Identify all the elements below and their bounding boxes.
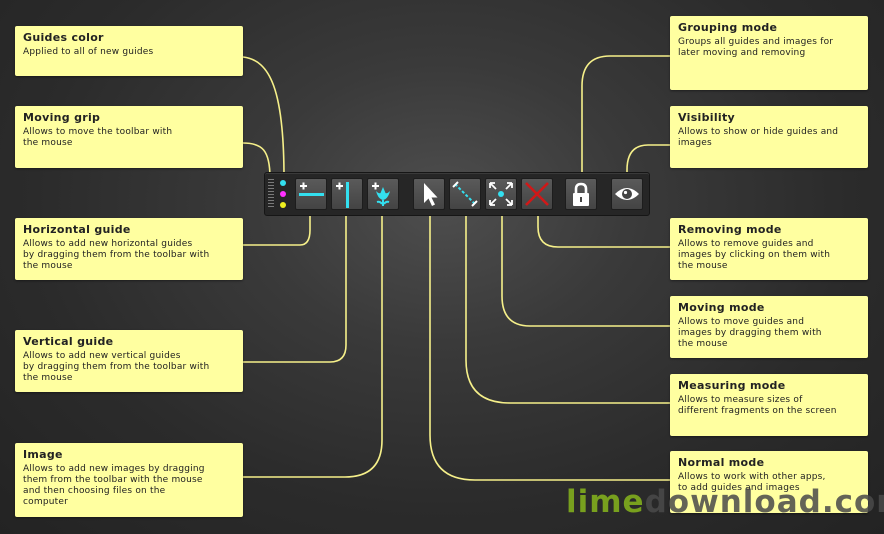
eye-icon (615, 188, 639, 200)
note-title: Removing mode (678, 223, 782, 236)
red-x-icon (525, 182, 549, 206)
note-description: Allows to add new images by dragging the… (23, 464, 205, 507)
note-title: Vertical guide (23, 335, 114, 348)
note-description: Allows to add new horizontal guides by d… (23, 239, 210, 271)
note-measuring-mode: Measuring mode Allows to measure sizes o… (670, 374, 868, 436)
guides-toolbar (264, 172, 650, 216)
image-button[interactable] (367, 178, 399, 210)
normal-mode-button[interactable] (413, 178, 445, 210)
measuring-mode-button[interactable] (449, 178, 481, 210)
horizontal-guide-button[interactable] (295, 178, 327, 210)
note-moving-mode: Moving mode Allows to move guides and im… (670, 296, 868, 358)
note-horizontal-guide: Horizontal guide Allows to add new horiz… (15, 218, 243, 280)
guide-color-cyan[interactable] (280, 180, 286, 186)
vertical-guide-button[interactable] (331, 178, 363, 210)
note-title: Normal mode (678, 456, 765, 469)
horizontal-guide-icon (299, 182, 324, 196)
watermark-rest: download.com (644, 484, 884, 520)
note-description: Allows to remove guides and images by cl… (678, 239, 831, 271)
note-title: Moving mode (678, 301, 765, 314)
watermark-logo: limedownload.com (566, 484, 884, 520)
note-title: Measuring mode (678, 379, 786, 392)
vertical-guide-icon (336, 182, 349, 208)
note-title: Guides color (23, 31, 104, 44)
visibility-button[interactable] (611, 178, 643, 210)
note-grouping-mode: Grouping mode Groups all guides and imag… (670, 16, 868, 90)
cursor-icon (424, 183, 438, 206)
note-removing-mode: Removing mode Allows to remove guides an… (670, 218, 868, 280)
tulip-icon (372, 182, 390, 206)
ruler-icon (452, 181, 478, 207)
note-description: Allows to add new vertical guides by dra… (23, 351, 210, 383)
note-vertical-guide: Vertical guide Allows to add new vertica… (15, 330, 243, 392)
note-visibility: Visibility Allows to show or hide guides… (670, 106, 868, 168)
grouping-mode-button[interactable] (565, 178, 597, 210)
guide-color-yellow[interactable] (280, 202, 286, 208)
watermark-lime: lime (566, 484, 645, 520)
note-title: Visibility (678, 111, 736, 124)
note-description: Allows to show or hide guides and images (678, 127, 839, 148)
note-description: Applied to all of new guides (23, 47, 154, 57)
move-arrows-icon (489, 182, 513, 206)
note-guides-color: Guides color Applied to all of new guide… (15, 26, 243, 76)
note-title: Horizontal guide (23, 223, 131, 236)
note-description: Groups all guides and images for later m… (678, 37, 834, 58)
note-description: Allows to measure sizes of different fra… (678, 395, 837, 416)
guide-color-magenta[interactable] (280, 191, 286, 197)
note-description: Allows to work with other apps, to add g… (678, 472, 826, 493)
moving-mode-button[interactable] (485, 178, 517, 210)
moving-grip[interactable] (268, 179, 274, 209)
lock-icon (573, 182, 589, 206)
note-title: Grouping mode (678, 21, 778, 34)
note-moving-grip: Moving grip Allows to move the toolbar w… (15, 106, 243, 168)
note-title: Image (23, 448, 63, 461)
note-title: Moving grip (23, 111, 101, 124)
removing-mode-button[interactable] (521, 178, 553, 210)
note-image: Image Allows to add new images by draggi… (15, 443, 243, 517)
note-description: Allows to move the toolbar with the mous… (23, 127, 173, 148)
note-normal-mode: Normal mode Allows to work with other ap… (670, 451, 868, 513)
note-description: Allows to move guides and images by drag… (678, 317, 822, 349)
